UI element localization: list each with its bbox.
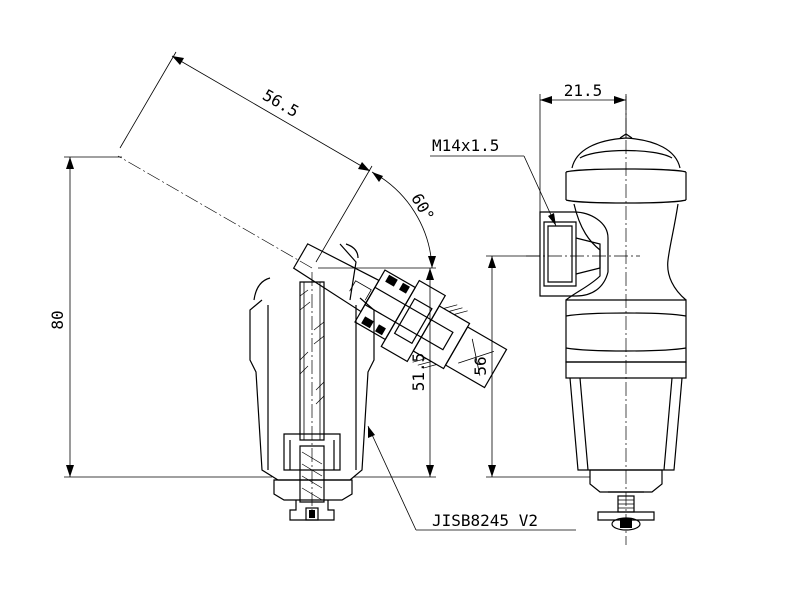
front-section-view: 80 51.5 56.5 60° xyxy=(48,51,576,531)
side-view: 21.5 M14x1.5 56 xyxy=(430,81,687,545)
dim-angle: 60° xyxy=(371,171,438,269)
dim-height-total: 80 xyxy=(48,156,272,478)
leader-standard: JISB8245 V2 xyxy=(367,425,576,531)
dim-text-51-5: 51.5 xyxy=(409,353,428,392)
dim-text-80: 80 xyxy=(48,310,67,329)
dim-length-angled: 56.5 xyxy=(119,51,373,263)
angled-body xyxy=(292,243,508,389)
thread-spec-text: M14x1.5 xyxy=(432,136,499,155)
dim-text-56-5: 56.5 xyxy=(259,85,302,121)
dim-width-side: 21.5 xyxy=(539,81,627,212)
dim-text-60deg: 60° xyxy=(407,190,438,225)
callout-standard-text: JISB8245 V2 xyxy=(432,511,538,530)
dim-text-21-5: 21.5 xyxy=(564,81,603,100)
dim-text-56: 56 xyxy=(471,356,490,375)
dim-height-side: 56 xyxy=(471,255,590,478)
dim-height-outlet: 51.5 xyxy=(318,267,436,478)
leader-thread: M14x1.5 xyxy=(430,136,557,227)
